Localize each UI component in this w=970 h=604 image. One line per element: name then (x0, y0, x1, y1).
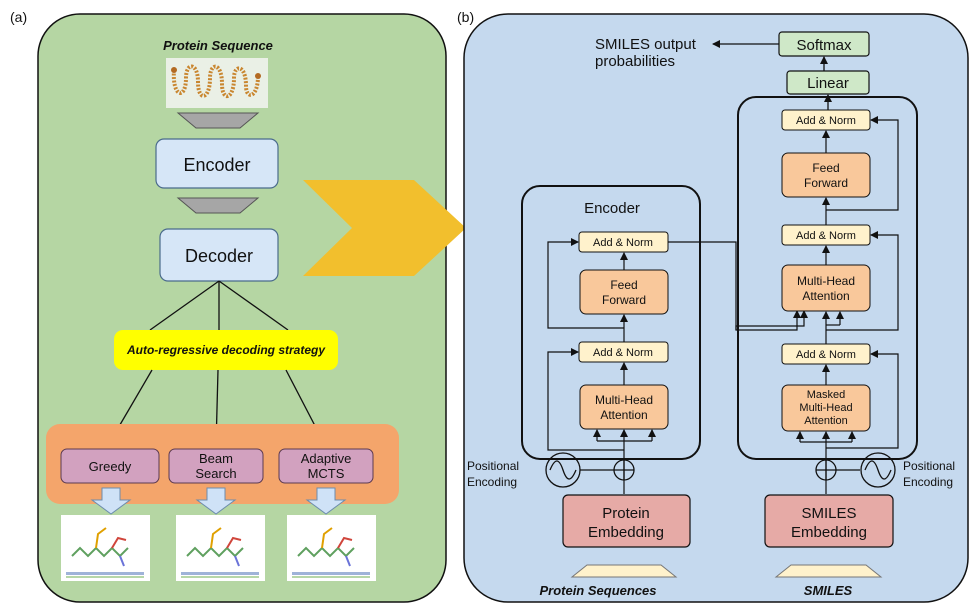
encoder-block (521, 185, 701, 460)
smiles-embedding-label-1: SMILES (801, 505, 856, 522)
protein-input-arrow (570, 564, 678, 578)
smiles-input-label: SMILES (804, 583, 853, 598)
beam-search-box (168, 448, 264, 484)
decoder-add-norm-bottom-label: Add & Norm (796, 349, 856, 361)
encoder-to-decoder-line-2 (735, 310, 808, 330)
encoder-pos-enc-label-1: Positional (467, 459, 519, 473)
output-label-line1: SMILES output (595, 36, 697, 53)
encoder-multi-head-attention (579, 384, 669, 430)
decoder-pos-enc-label-1: Positional (903, 459, 955, 473)
decoder-sine-icon (860, 452, 896, 488)
decoder-flow-lines (796, 116, 899, 494)
transition-chevron (303, 180, 466, 276)
encoder-sine-wave (549, 460, 577, 480)
encoder-box (155, 138, 279, 189)
arrow-to-encoder (176, 112, 260, 129)
adaptive-mcts-box (278, 448, 374, 484)
panel-a-tag: (a) (10, 9, 27, 25)
encoder-ff-label-2: Forward (602, 293, 646, 307)
smiles-input-arrow (774, 564, 883, 578)
greedy-label: Greedy (89, 459, 132, 474)
branch-line-left (149, 280, 220, 331)
molecule-image-mcts (287, 515, 376, 581)
encoder-mha-label-2: Attention (600, 408, 647, 422)
decoder-ff-label-2: Forward (804, 176, 848, 190)
decoder-mha-label-2: Attention (802, 289, 849, 303)
molecule-image-greedy (61, 515, 150, 581)
encoder-block-title: Encoder (584, 200, 640, 217)
encoder-add-norm-bottom-label: Add & Norm (593, 347, 653, 359)
protein-embedding-label-2: Embedding (588, 524, 664, 541)
decoder-masked-label-2: Multi-Head (799, 402, 852, 414)
beam-search-label-2: Search (195, 466, 236, 481)
softmax-label: Softmax (796, 37, 852, 54)
down-arrow-mcts (305, 487, 347, 515)
adaptive-mcts-label-1: Adaptive (301, 451, 352, 466)
decoder-sine-wave (864, 460, 892, 480)
decoder-add-norm-middle-label: Add & Norm (796, 230, 856, 242)
greedy-box (60, 448, 160, 484)
encoder-pos-enc-label-2: Encoding (467, 475, 517, 489)
decoder-add-norm-top-label: Add & Norm (796, 115, 856, 127)
adaptive-mcts-label-2: MCTS (308, 466, 345, 481)
linear-label: Linear (807, 75, 849, 92)
decoder-masked-label-3: Attention (804, 415, 847, 427)
decoder-block (737, 96, 918, 460)
strategy-box (114, 330, 338, 370)
decoder-label: Decoder (185, 246, 253, 266)
output-label-line2: probabilities (595, 53, 675, 70)
arrow-to-decoder (176, 197, 260, 214)
branch-line-right (218, 280, 289, 331)
decoder-feed-forward (781, 152, 871, 198)
decoder-mha-label-1: Multi-Head (797, 274, 855, 288)
encoder-feed-forward (579, 269, 669, 315)
protein-sequence-label: Protein Sequence (163, 38, 273, 53)
encoder-add-norm-top-label: Add & Norm (593, 237, 653, 249)
smiles-embedding-label-2: Embedding (791, 524, 867, 541)
encoder-ff-label-1: Feed (610, 278, 637, 292)
protein-input-label: Protein Sequences (539, 583, 656, 598)
decoder-ff-label-1: Feed (812, 161, 839, 175)
protein-chain-image (166, 58, 268, 108)
down-arrow-beam (195, 487, 237, 515)
smiles-embedding-box (764, 494, 894, 548)
encoder-flow-lines (547, 238, 656, 494)
encoder-label: Encoder (183, 155, 250, 175)
panel-b-tag: (b) (457, 9, 474, 25)
protein-embedding-label-1: Protein (602, 505, 650, 522)
decoder-pos-enc-label-2: Encoding (903, 475, 953, 489)
decoder-multi-head-attention (781, 264, 871, 312)
down-arrow-greedy (90, 487, 132, 515)
protein-embedding-box (562, 494, 691, 548)
molecule-image-beam (176, 515, 265, 581)
beam-search-label-1: Beam (199, 451, 233, 466)
decoder-masked-label-1: Masked (807, 389, 846, 401)
strategy-label: Auto-regressive decoding strategy (126, 343, 326, 357)
encoder-mha-label-1: Multi-Head (595, 393, 653, 407)
